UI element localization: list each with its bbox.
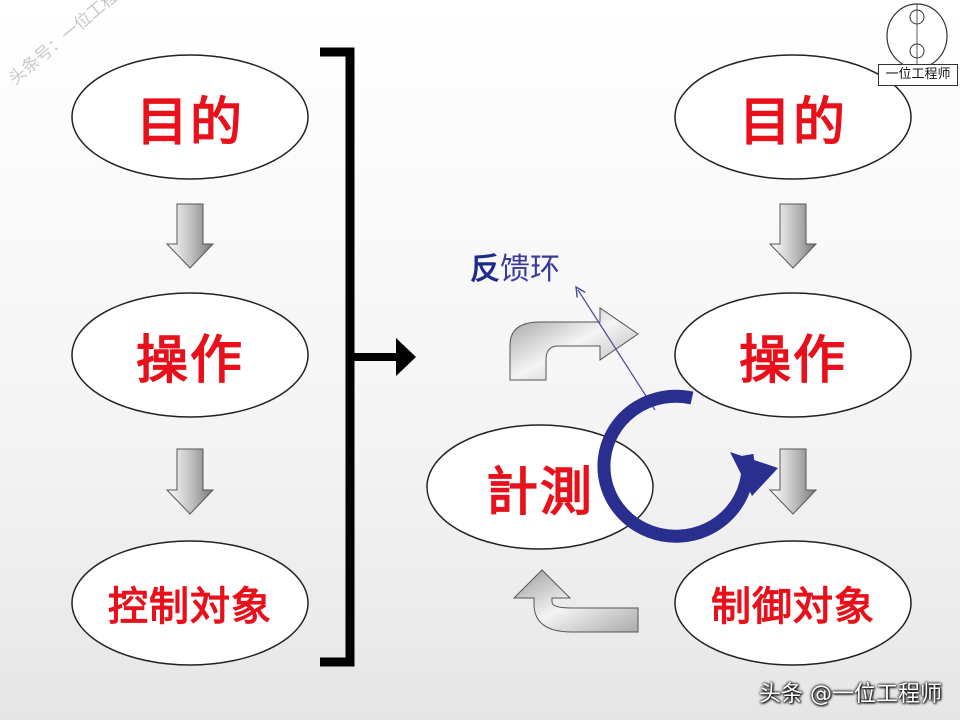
- right-node-purpose: [674, 54, 912, 180]
- feedback-label-part2: 馈环: [500, 252, 560, 287]
- watermark-bottom-right: 头条 @一位工程师: [759, 682, 942, 707]
- left-node-operation: [71, 292, 309, 418]
- node-measurement: [426, 424, 654, 550]
- bracket: [320, 47, 355, 667]
- feedback-loop-arrowhead: [730, 452, 778, 496]
- right-down-arrow-1: [768, 203, 818, 269]
- left-node-purpose: [71, 54, 309, 180]
- right-node-control-target: [674, 540, 912, 666]
- left-node-control-target: [71, 540, 309, 666]
- feedback-label: 反馈环: [470, 244, 560, 288]
- feedback-loop: [597, 389, 755, 543]
- feedback-line: [578, 290, 656, 411]
- curved-arrow-back: [512, 569, 639, 633]
- curved-arrow-up: [509, 307, 639, 381]
- left-down-arrow-1: [165, 203, 215, 269]
- bracket-arrowhead: [396, 338, 416, 376]
- feedback-label-part1: 反: [470, 252, 500, 287]
- right-node-operation: [674, 292, 912, 418]
- right-down-arrow-2: [768, 448, 818, 515]
- logo-text: 一位工程师: [878, 64, 958, 86]
- left-down-arrow-2: [165, 448, 215, 515]
